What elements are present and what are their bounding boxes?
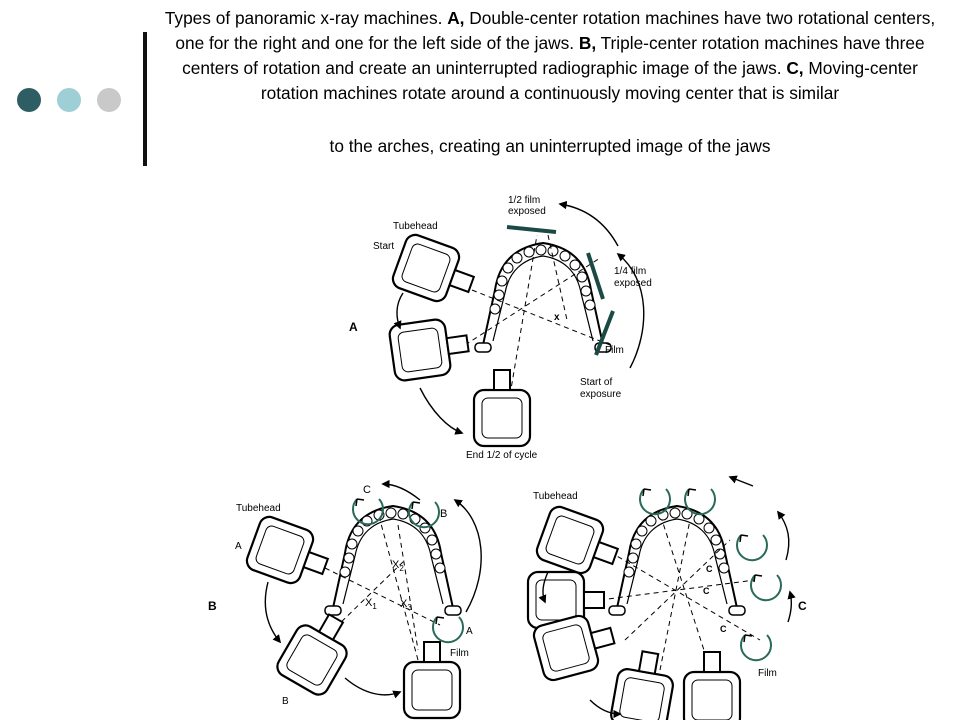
- jaw-arch-c: [608, 505, 746, 616]
- figure-a: A Tubehead Start 1/2 film exposed 1/4 fi…: [349, 195, 652, 461]
- x1-subscript: 1: [372, 602, 377, 611]
- rotation-center-1-c: [639, 488, 671, 516]
- arrow-bottom-b: [344, 677, 402, 699]
- half-film-label-1: 1/2 film: [508, 195, 540, 206]
- beam-paths-c: [599, 519, 761, 676]
- tubehead-end-a: [472, 368, 532, 448]
- arrow-start-a: [393, 292, 404, 330]
- caption-b-letter: B,: [578, 33, 597, 53]
- arrow-film-b: [453, 499, 482, 613]
- rotation-center-2-c: [684, 488, 716, 516]
- end-cycle-label: End 1/2 of cycle: [466, 450, 538, 461]
- center-mark-a: x: [554, 312, 560, 323]
- x1-letter: X: [365, 597, 373, 609]
- rotation-center-5-c: [740, 634, 772, 662]
- arrow-bottom-c: [589, 699, 622, 719]
- panel-label-a: A: [349, 320, 358, 334]
- arrow-right-c: [776, 510, 790, 561]
- film-label-b: Film: [450, 648, 469, 659]
- arrow-film-top-a: [558, 200, 619, 247]
- tubehead-label-c: Tubehead: [533, 491, 578, 502]
- film-label-c: Film: [758, 668, 777, 679]
- caption-c-letter: C,: [786, 58, 804, 78]
- caption-a-text: Double-center rotation machines have two…: [175, 8, 936, 53]
- rotation-c-label-b: C: [363, 484, 371, 496]
- c-mark-2: C: [703, 586, 710, 596]
- quarter-film-label-2: exposed: [614, 278, 652, 289]
- panel-label-b: B: [208, 599, 217, 613]
- vertical-divider: [143, 32, 147, 166]
- x3-letter: X: [400, 598, 408, 610]
- arrow-left-b: [264, 581, 282, 644]
- caption-intro: Types of panoramic x-ray machines.: [164, 8, 448, 28]
- tubehead-pos-b-b: [272, 603, 362, 700]
- tubehead-start-a: [389, 231, 482, 312]
- start-exposure-label-1: Start of: [580, 377, 612, 388]
- caption-c-text: Moving-center rotation machines rotate a…: [260, 58, 918, 103]
- panel-label-c: C: [798, 599, 807, 613]
- figure-c: C Tubehead Film C C C: [526, 475, 807, 720]
- caption-a-letter: A,: [447, 8, 465, 28]
- tubehead-pos-a-b: [243, 513, 336, 594]
- caption-b-text: Triple-center rotation machines have thr…: [182, 33, 925, 78]
- x2-label: X2: [392, 559, 404, 573]
- x2-subscript: 2: [399, 564, 404, 573]
- x3-subscript: 3: [407, 603, 412, 612]
- arrow-film-low-a: [616, 252, 645, 369]
- x2-letter: X: [392, 559, 400, 571]
- figure-caption: Types of panoramic x-ray machines. A, Do…: [158, 6, 942, 159]
- film-start: [594, 310, 615, 356]
- c-mark-3: C: [720, 624, 727, 634]
- x1-label: X1: [365, 597, 377, 611]
- start-exposure-label-2: exposure: [580, 389, 622, 400]
- tubehead-label-b: Tubehead: [236, 503, 281, 514]
- beam-paths-b: [324, 519, 441, 661]
- tubehead-label-a: Tubehead: [393, 221, 438, 232]
- start-label-a: Start: [373, 241, 394, 252]
- beam-paths-a: [464, 234, 611, 396]
- position-a-label-b: A: [235, 541, 242, 552]
- tubehead-4-c: [608, 646, 680, 720]
- film-half-exposed: [506, 225, 557, 234]
- arrow-top-b: [381, 479, 421, 501]
- rotation-b-label-b: B: [440, 508, 447, 520]
- rotation-center-3-c: [736, 534, 768, 562]
- arrow-end-a: [419, 387, 464, 435]
- tubehead-5-c: [682, 650, 742, 720]
- tubehead-mid-a: [387, 314, 473, 383]
- rotation-center-a-b: [432, 616, 464, 644]
- quarter-film-label-1: 1/4 film: [614, 266, 646, 277]
- x3-label: X3: [400, 598, 412, 612]
- light-teal-dot: [57, 88, 81, 112]
- arrow-top-c: [728, 475, 754, 487]
- arrow-right-low-c: [787, 590, 796, 623]
- position-b-label-b: B: [282, 696, 289, 707]
- caption-paragraph: Types of panoramic x-ray machines. A, Do…: [158, 6, 942, 106]
- arrow-left-c: [538, 571, 549, 604]
- c-mark-1: C: [706, 564, 713, 574]
- film-quarter-exposed: [586, 252, 605, 300]
- half-film-label-2: exposed: [508, 206, 546, 217]
- film-label-a: Film: [605, 345, 624, 356]
- gray-dot: [97, 88, 121, 112]
- figure-b: B Tubehead A B C B A Film X1 X2 X3: [208, 479, 482, 720]
- rotation-a-label-b: A: [466, 626, 473, 637]
- rotation-center-4-c: [750, 574, 782, 602]
- dark-teal-dot: [17, 88, 41, 112]
- caption-last-line: to the arches, creating an uninterrupted…: [329, 136, 771, 156]
